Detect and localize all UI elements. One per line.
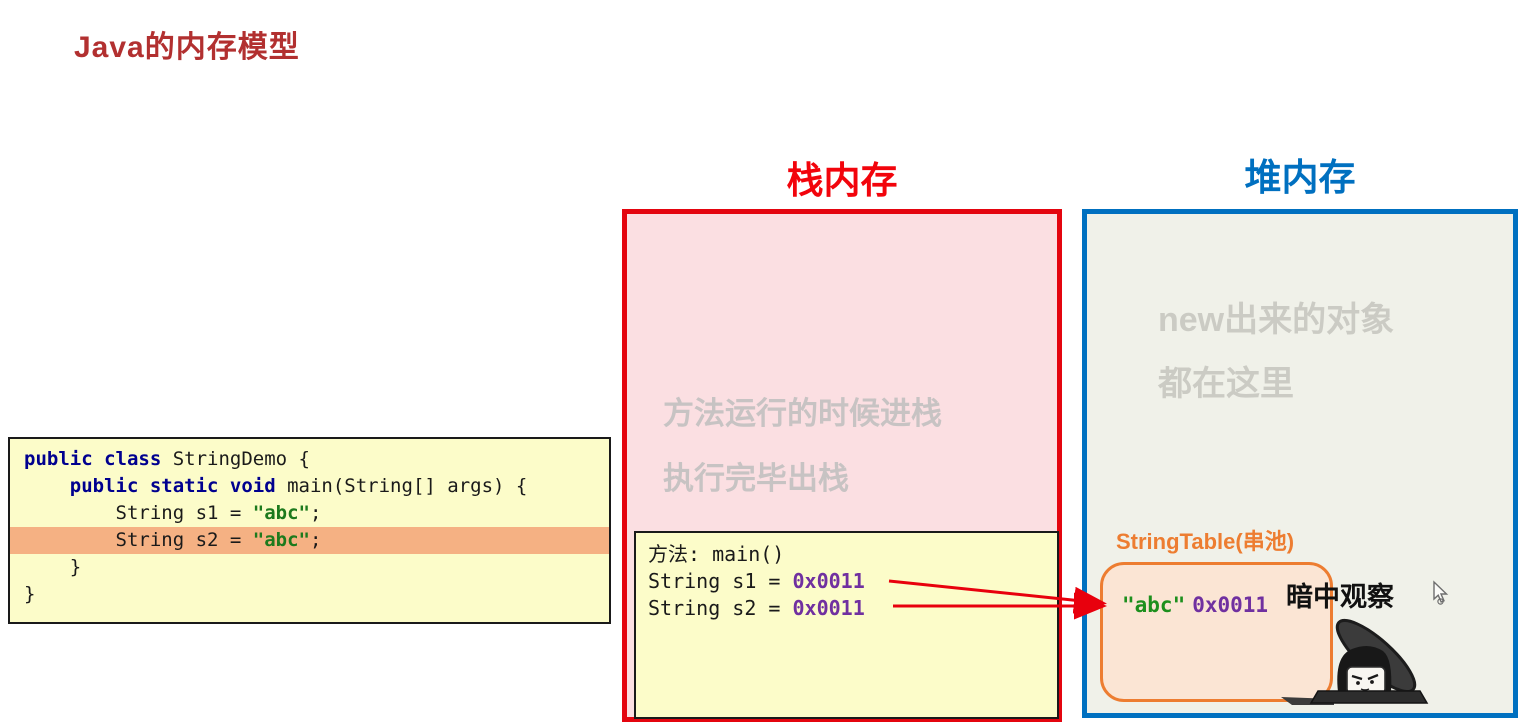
code-text: String s2 = xyxy=(24,529,253,551)
code-line-5: } xyxy=(10,554,609,581)
code-text: main(String[] args) { xyxy=(275,475,528,497)
variable-address: 0x0011 xyxy=(792,569,865,593)
code-line-2: public static void main(String[] args) { xyxy=(10,473,609,500)
code-line-1: public class StringDemo { xyxy=(10,446,609,473)
heap-watermark-line2: 都在这里 xyxy=(1158,365,1294,403)
interned-string-value: "abc" xyxy=(1122,593,1186,617)
observe-caption: 暗中观察 xyxy=(1286,582,1394,612)
stack-memory-title: 栈内存 xyxy=(786,160,898,201)
code-line-3: String s1 = "abc"; xyxy=(10,500,609,527)
code-line-4-highlighted: String s2 = "abc"; xyxy=(10,527,609,554)
code-line-6: } xyxy=(10,581,609,608)
page-title: Java的内存模型 xyxy=(74,31,300,64)
code-text: ; xyxy=(309,502,322,524)
code-keyword: public static void xyxy=(69,475,276,497)
variable-label: String s1 = xyxy=(648,569,793,593)
variable-label: String s2 = xyxy=(648,596,793,620)
code-text: ; xyxy=(309,529,322,551)
stringtable-entry: "abc"0x0011 xyxy=(1122,593,1268,618)
variable-address: 0x0011 xyxy=(792,596,865,620)
stack-watermark-line2: 执行完毕出栈 xyxy=(663,461,849,496)
code-text: } xyxy=(24,556,82,578)
stack-watermark-line1: 方法运行的时候进栈 xyxy=(663,396,942,431)
code-block: public class StringDemo { public static … xyxy=(8,437,611,624)
code-text: StringDemo { xyxy=(161,448,310,470)
stack-frame-method-label: 方法: main() xyxy=(648,542,785,566)
code-string-literal: "abc" xyxy=(252,502,310,524)
stringtable-box xyxy=(1100,562,1333,702)
code-string-literal: "abc" xyxy=(252,529,310,551)
code-keyword: public class xyxy=(24,448,162,470)
stringtable-label: StringTable(串池) xyxy=(1116,529,1295,554)
stack-frame-s2-line: String s2 = 0x0011 xyxy=(648,595,1057,622)
heap-watermark-line1: new出来的对象 xyxy=(1158,301,1395,339)
stack-frame-s1-line: String s1 = 0x0011 xyxy=(648,568,1057,595)
interned-string-address: 0x0011 xyxy=(1192,593,1269,617)
stack-frame-main-box: 方法: main() String s1 = 0x0011 String s2 … xyxy=(634,531,1059,719)
code-text: } xyxy=(24,583,36,605)
code-indent xyxy=(24,475,70,497)
heap-memory-title: 堆内存 xyxy=(1244,157,1356,198)
code-text: String s1 = xyxy=(24,502,253,524)
